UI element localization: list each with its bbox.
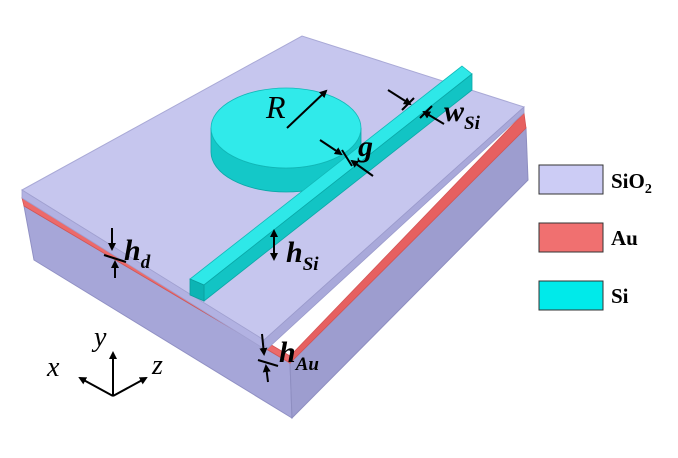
si-waveguide	[189, 65, 473, 302]
axis-x-label: x	[46, 352, 60, 383]
hd-tick	[103, 254, 127, 263]
w-arrow-right	[422, 110, 445, 125]
label-h-si-main: h	[286, 236, 303, 269]
label-h-au: hAu	[279, 336, 319, 375]
legend-label-si: Si	[611, 284, 629, 308]
label-h-si: hSi	[286, 236, 319, 275]
label-w-sub: Si	[464, 113, 481, 134]
hau-arrow-top	[259, 333, 268, 356]
label-h-d-sub: d	[141, 252, 151, 273]
label-h-au-sub: Au	[295, 354, 319, 375]
legend: SiO2 Au Si	[538, 164, 652, 311]
legend-label-sio2: SiO2	[611, 169, 652, 197]
legend-label-au: Au	[611, 226, 638, 250]
label-h-au-main: h	[279, 336, 296, 369]
hau-arrow-bottom	[262, 364, 271, 383]
axis-y-label: y	[91, 322, 107, 353]
legend-label-sio2-main: SiO	[611, 169, 645, 193]
label-w: wSi	[444, 95, 481, 134]
w-tick-1	[401, 97, 415, 111]
axis-x-arrow	[78, 377, 114, 397]
label-h-si-sub: Si	[303, 254, 320, 275]
legend-label-sio2-sub: 2	[645, 182, 652, 197]
label-h-d: hd	[124, 234, 151, 273]
legend-swatch-si	[538, 280, 604, 311]
si-waveguide-end	[189, 278, 205, 302]
axis-z-arrow	[112, 377, 148, 397]
dielectric-right-face	[263, 106, 525, 351]
g-arrow-right	[350, 159, 374, 177]
g-tick	[341, 149, 353, 167]
si-disk-top	[210, 87, 362, 169]
label-h-d-main: h	[124, 234, 141, 267]
hau-tick	[257, 359, 279, 367]
label-r: R	[265, 89, 286, 125]
coordinate-axes: y x z	[46, 322, 163, 397]
w-arrow-left	[387, 89, 412, 106]
r-arrow	[286, 89, 328, 129]
g-arrow-left	[319, 139, 343, 156]
axis-z-label: z	[151, 350, 163, 381]
label-g: g	[357, 130, 373, 163]
legend-swatch-sio2	[538, 164, 604, 195]
label-w-main: w	[444, 95, 465, 128]
w-tick-2	[419, 105, 433, 119]
au-right-face	[289, 112, 527, 364]
legend-swatch-au	[538, 222, 604, 253]
dimension-markers	[103, 89, 445, 383]
